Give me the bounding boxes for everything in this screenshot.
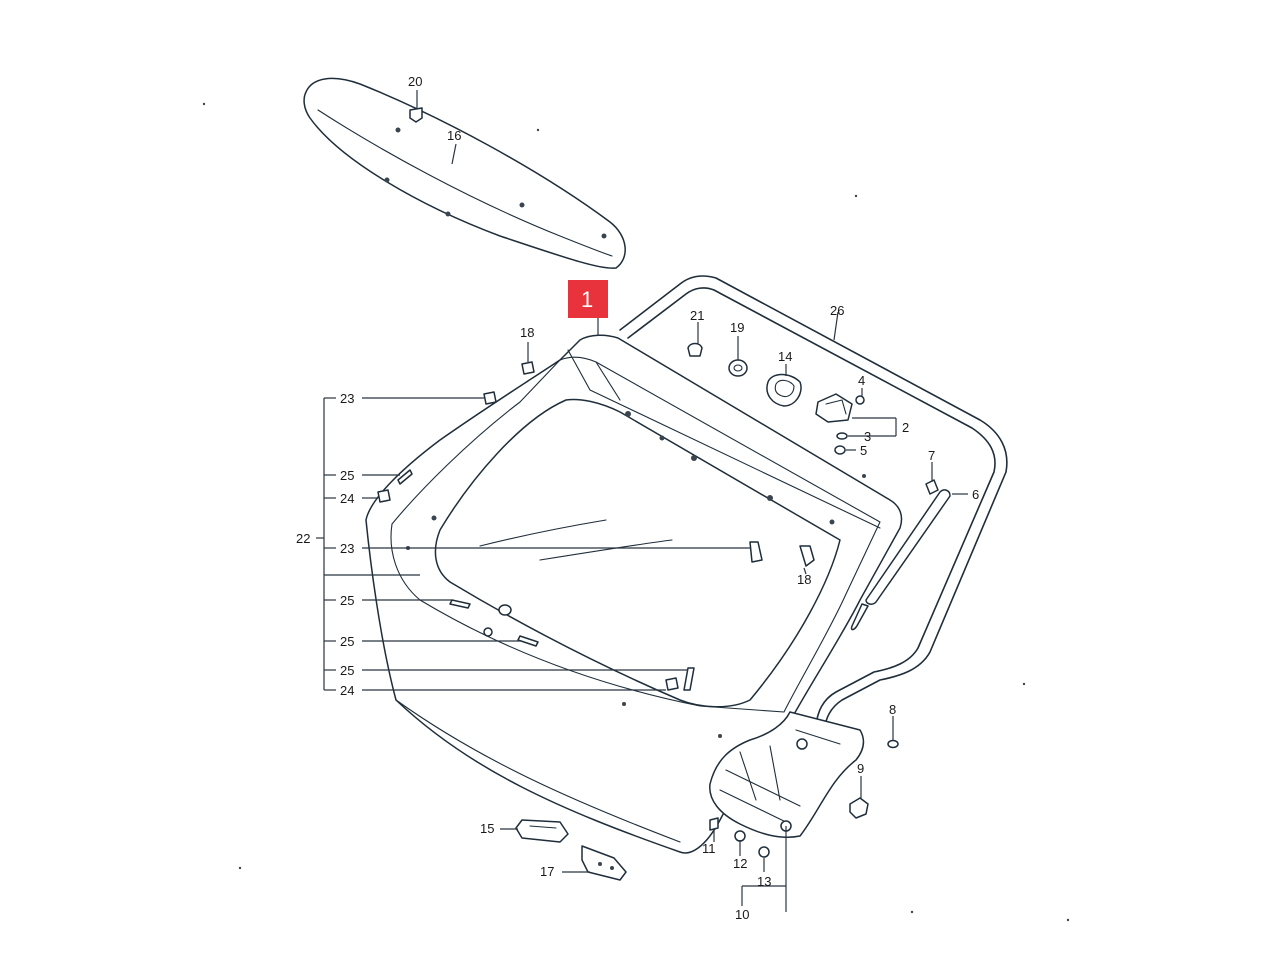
clip-part-25b	[449, 599, 471, 609]
clip-part-25a	[397, 469, 413, 485]
clip-part-25c	[517, 635, 539, 647]
callout-20: 20	[408, 74, 422, 89]
bumper-part-18a	[521, 361, 535, 375]
callout-25b: 25	[340, 593, 354, 608]
washer-part-3	[836, 432, 848, 440]
callout-7: 7	[928, 448, 935, 463]
callout-25c: 25	[340, 634, 354, 649]
nut-part-5	[834, 445, 846, 455]
bolt-part-4	[855, 395, 865, 405]
callout-18b: 18	[797, 572, 811, 587]
clip-part-20	[409, 107, 423, 123]
callout-15: 15	[480, 821, 494, 836]
scan-specks	[202, 102, 1070, 922]
highlight-box	[568, 280, 608, 318]
callout-21: 21	[690, 308, 704, 323]
callout-26: 26	[830, 303, 844, 318]
highlighted-part-label[interactable]: 1	[568, 280, 608, 318]
callout-25a: 25	[340, 468, 354, 483]
callout-19: 19	[730, 320, 744, 335]
spoiler-part	[303, 77, 626, 269]
callout-14: 14	[778, 349, 792, 364]
callout-2: 2	[902, 420, 909, 435]
gas-strut-part-6	[850, 489, 951, 631]
highlight-number: 1	[581, 287, 593, 312]
clip-part-23a	[483, 391, 497, 405]
callout-24a: 24	[340, 491, 354, 506]
callout-23b: 23	[340, 541, 354, 556]
callout-labels: 2 3 4 5 6 7 8 9 10 11 12 13 14 15 16 17 …	[296, 74, 979, 922]
callout-22: 22	[296, 531, 310, 546]
screw-part-13	[758, 846, 770, 858]
stud-part-7	[925, 479, 939, 495]
callout-10: 10	[735, 907, 749, 922]
leader-lines	[316, 90, 968, 912]
clip-part-24a	[377, 489, 391, 503]
clip-part-24b	[665, 677, 679, 691]
hinge-part-2	[815, 393, 853, 423]
bracket-part-17	[581, 845, 627, 881]
plug-part-21	[687, 342, 703, 357]
handle-part-15	[515, 819, 569, 843]
callout-5: 5	[860, 443, 867, 458]
clip-part-23b	[749, 541, 763, 563]
lower-trim-part-10	[709, 711, 865, 838]
tailgate-panel-part	[365, 334, 903, 854]
weatherstrip-part	[619, 275, 1008, 731]
callout-6: 6	[972, 487, 979, 502]
callout-25d: 25	[340, 663, 354, 678]
callout-8: 8	[889, 702, 896, 717]
callout-4: 4	[858, 373, 865, 388]
callout-17: 17	[540, 864, 554, 879]
grommet-part-14	[766, 373, 802, 407]
callout-3: 3	[864, 429, 871, 444]
callout-13: 13	[757, 874, 771, 889]
clip-part-11	[709, 817, 719, 831]
screw-part-12	[734, 830, 746, 842]
callout-16: 16	[447, 128, 461, 143]
nut-part-9	[849, 797, 869, 819]
callout-24b: 24	[340, 683, 354, 698]
callout-9: 9	[857, 761, 864, 776]
bumper-part-19	[728, 359, 748, 377]
callout-23a: 23	[340, 391, 354, 406]
clip-part-8	[887, 739, 899, 749]
callout-11: 11	[702, 841, 716, 856]
callout-18a: 18	[520, 325, 534, 340]
callout-12: 12	[733, 856, 747, 871]
clip-part-25d	[683, 667, 695, 691]
bumper-part-18b	[799, 545, 815, 567]
